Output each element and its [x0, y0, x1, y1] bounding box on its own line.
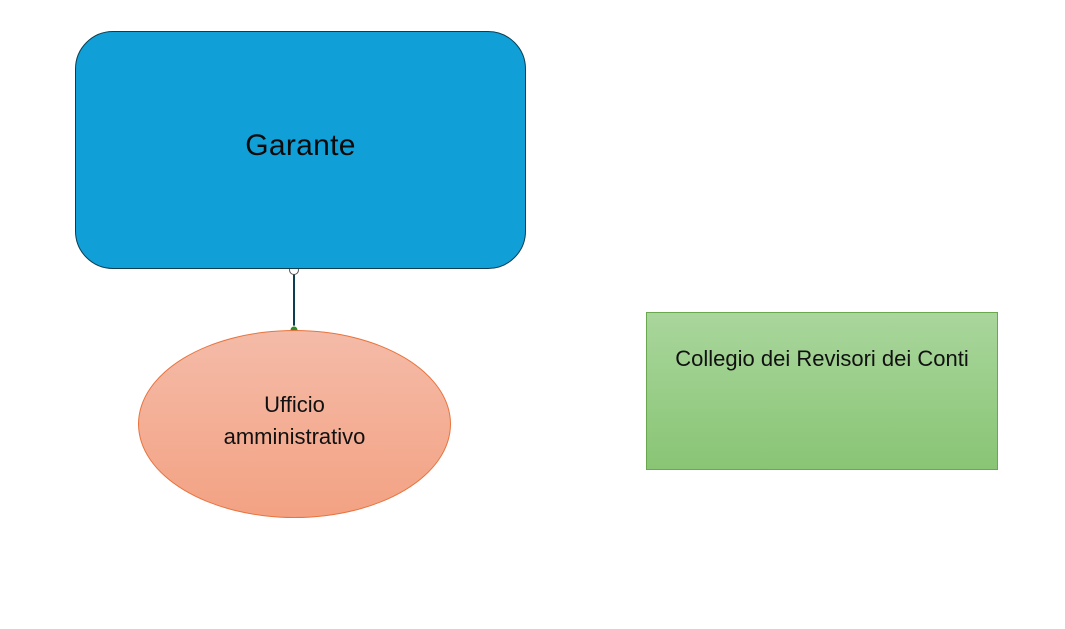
node-ufficio-amministrativo[interactable]: Ufficio amministrativo: [138, 330, 451, 518]
node-collegio-revisori[interactable]: Collegio dei Revisori dei Conti: [646, 312, 998, 470]
node-collegio-label: Collegio dei Revisori dei Conti: [675, 346, 969, 371]
node-ufficio-label: Ufficio amministrativo: [223, 392, 366, 449]
node-garante-label: Garante: [245, 129, 356, 162]
node-garante[interactable]: Garante: [75, 31, 526, 269]
